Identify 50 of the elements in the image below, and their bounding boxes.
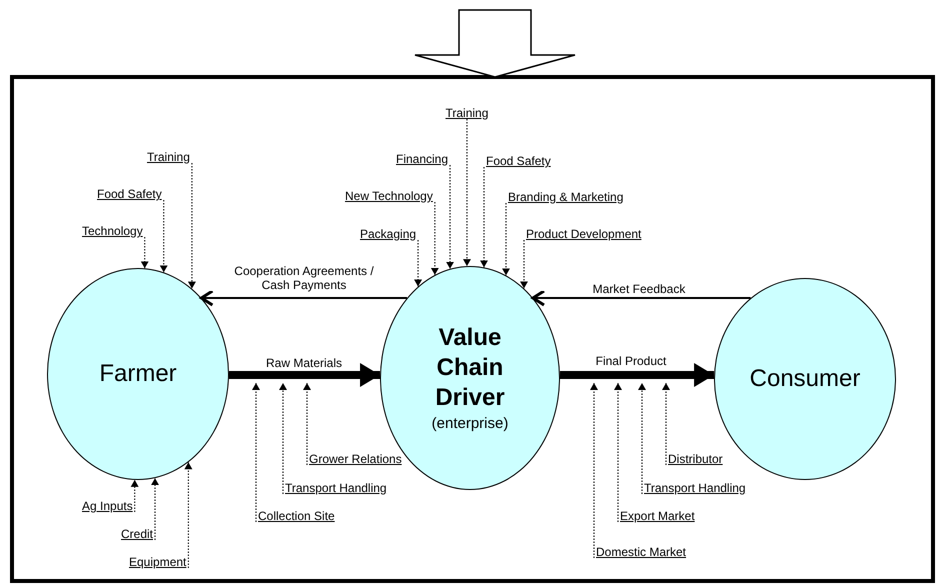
callout-text: Technology [80,224,145,238]
callout-text: Transport Handling [283,481,389,495]
leader-line [662,382,670,466]
leader-line [303,382,311,466]
node-sublabel: (enterprise) [432,414,508,434]
leader-line [590,382,598,558]
callout-text: Distributor [666,452,725,466]
callout-text: Grower Relations [307,452,404,466]
callout-text: Domestic Market [594,545,688,559]
callout-text: Financing [394,152,450,166]
leader-line [151,478,160,540]
callout-text: Food Safety [484,154,553,168]
callout-text: New Technology [343,189,435,203]
leader-line [252,382,260,522]
node-label: Consumer [750,364,860,394]
flow-arrow [229,363,380,387]
callout-text: Packaging [358,227,418,241]
leader-line [279,382,287,494]
leader-line [140,236,149,269]
callout-text: Credit [119,527,156,541]
callout-text: Training [145,150,192,164]
leader-line [430,202,439,276]
leader-line [638,382,646,494]
leader-line [130,479,139,512]
leader-line [502,202,510,276]
leader-line [480,166,488,268]
leader-line [446,164,454,270]
callout-text: Branding & Marketing [506,190,626,204]
leader-line [188,162,196,290]
leader-line [520,240,528,289]
callout-text: Collection Site [256,509,337,523]
node-label: Farmer [99,359,177,389]
leader-line [160,200,168,273]
block-arrow [414,9,576,78]
callout-text: Food Safety [95,187,164,201]
flow-arrow [531,290,751,306]
callout-text: Ag Inputs [80,499,135,513]
callout-text: Transport Handling [642,481,748,495]
callout-text: Product Development [524,227,644,241]
flow-arrow [560,363,714,387]
callout-text: Equipment [127,555,188,569]
frame-box [10,75,935,583]
leader-line [462,118,471,267]
leader-line [614,382,622,522]
callout-text: Export Market [618,509,697,523]
leader-line [414,240,422,288]
flow-arrow [200,290,408,306]
callout-text: Training [444,106,490,120]
leader-line [184,462,192,568]
node-label: Value Chain Driver [434,322,506,412]
